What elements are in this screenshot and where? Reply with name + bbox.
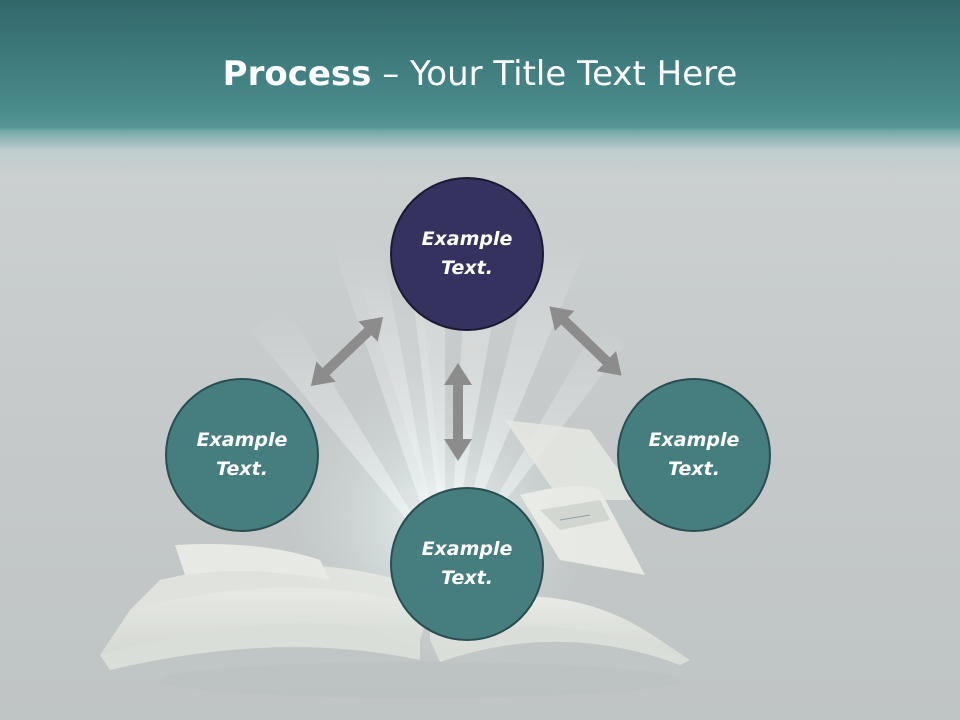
process-node-top: Example Text.	[390, 177, 544, 331]
node-bottom-label: Example Text.	[421, 538, 513, 589]
node-left-label: Example Text.	[196, 429, 288, 480]
title-dash: –	[371, 54, 411, 94]
title-rest: Your Title Text Here	[410, 54, 738, 94]
book-pages	[100, 420, 690, 670]
title-bar-fade	[0, 128, 960, 178]
node-top-label: Example Text.	[421, 228, 513, 279]
node-right-label: Example Text.	[648, 429, 740, 480]
double-arrow-right	[549, 306, 622, 376]
double-arrow-vertical	[444, 363, 472, 461]
process-node-bottom: Example Text.	[390, 487, 544, 641]
slide-title: Process – Your Title Text Here	[0, 52, 960, 96]
double-arrow-left	[310, 316, 384, 387]
process-node-right: Example Text.	[617, 378, 771, 532]
title-bold-part: Process	[222, 54, 372, 94]
title-bar	[0, 0, 960, 130]
process-node-left: Example Text.	[165, 378, 319, 532]
